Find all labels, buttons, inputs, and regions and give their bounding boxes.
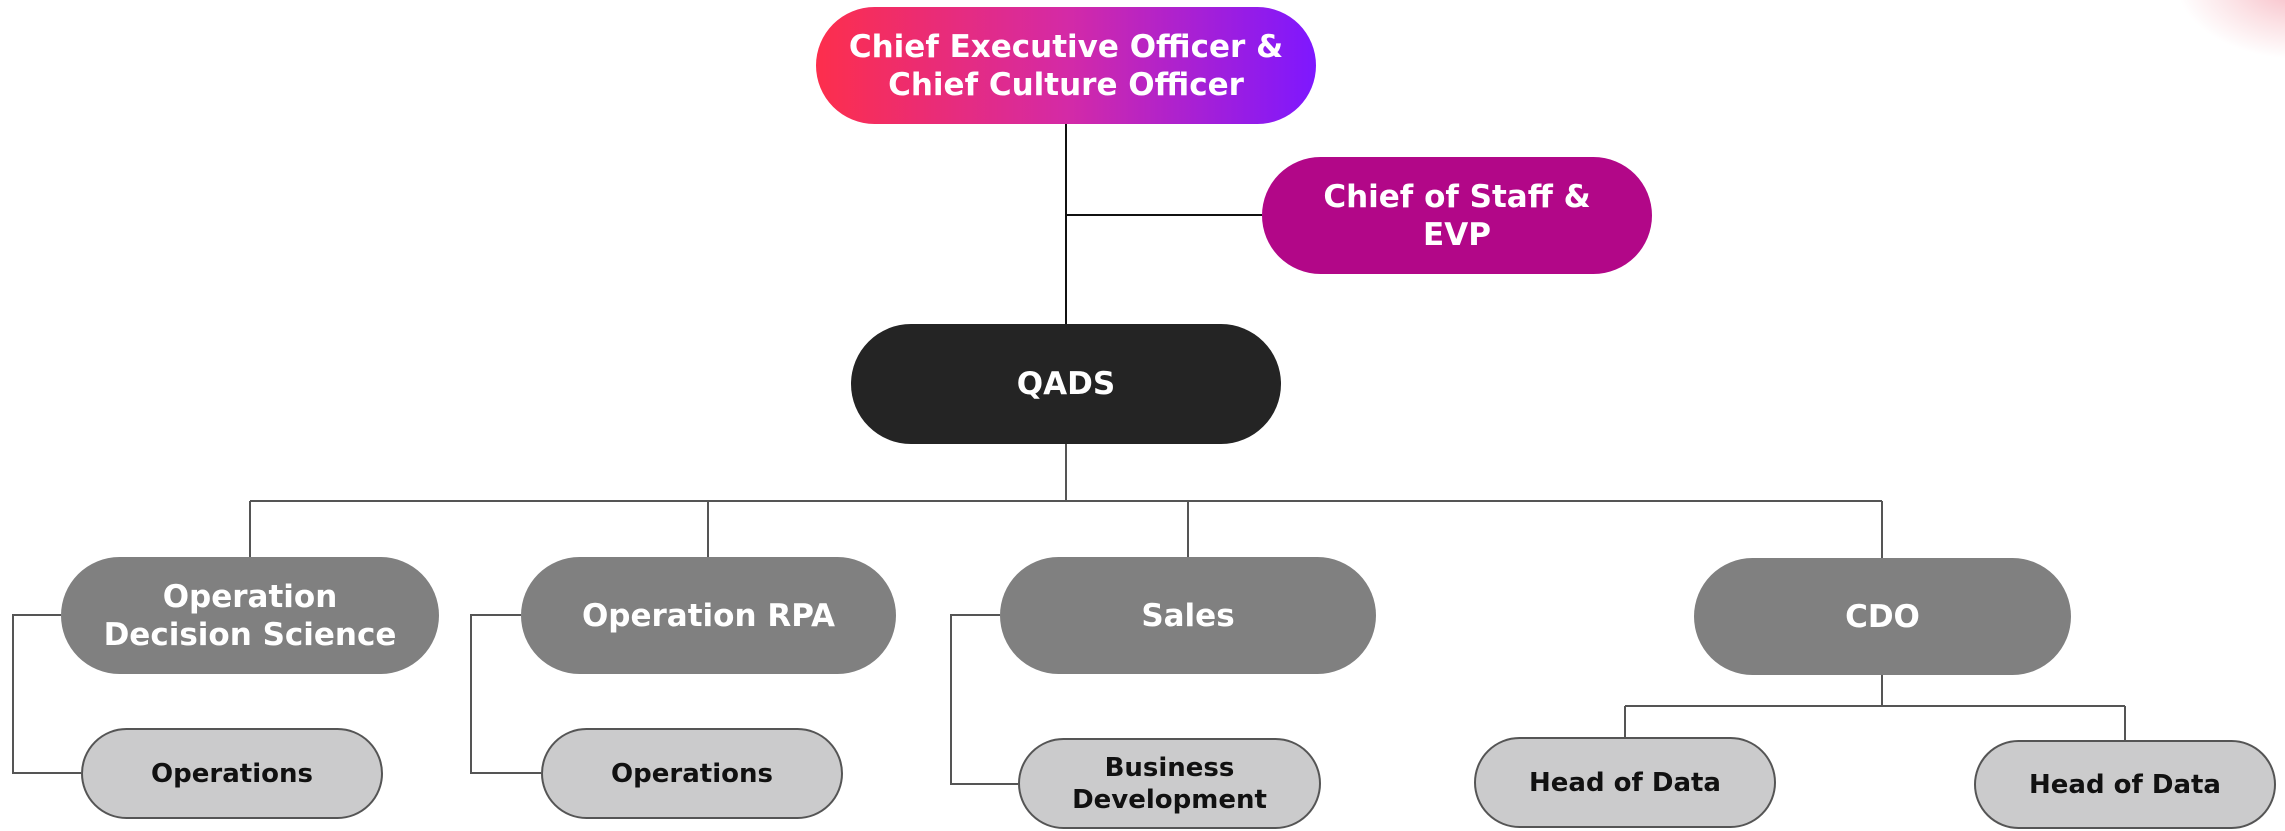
qads-label: QADS: [1016, 366, 1116, 402]
business-development-node[interactable]: Business Development: [1018, 738, 1321, 829]
chief-of-staff-line2: EVP: [1423, 216, 1491, 253]
operations-1-label: Operations: [151, 758, 313, 789]
operations-node-2[interactable]: Operations: [541, 728, 843, 819]
ods-line1: Operation: [162, 578, 338, 615]
sales-label: Sales: [1141, 597, 1235, 634]
connector-ods-operations: [12, 614, 81, 774]
head-of-data-2-label: Head of Data: [2029, 769, 2221, 800]
ceo-node[interactable]: Chief Executive Officer & Chief Culture …: [816, 7, 1316, 124]
operations-2-label: Operations: [611, 758, 773, 789]
head-of-data-1-label: Head of Data: [1529, 767, 1721, 798]
head-of-data-node-2[interactable]: Head of Data: [1974, 740, 2276, 829]
business-development-line2: Development: [1072, 784, 1267, 815]
chief-of-staff-line1: Chief of Staff &: [1323, 178, 1591, 215]
ods-line2: Decision Science: [103, 616, 397, 653]
cdo-node[interactable]: CDO: [1694, 558, 2071, 675]
connector-rpa-operations: [470, 614, 541, 774]
operation-decision-science-node[interactable]: Operation Decision Science: [61, 557, 439, 674]
operations-node-1[interactable]: Operations: [81, 728, 383, 819]
operation-rpa-node[interactable]: Operation RPA: [521, 557, 896, 674]
ceo-title-line1: Chief Executive Officer &: [848, 28, 1284, 65]
business-development-line1: Business: [1104, 752, 1235, 783]
qads-node[interactable]: QADS: [851, 324, 1281, 444]
ceo-title-line2: Chief Culture Officer: [888, 66, 1244, 103]
connector-sales-bizdev: [950, 614, 1018, 785]
chief-of-staff-node[interactable]: Chief of Staff & EVP: [1262, 157, 1652, 274]
operation-rpa-label: Operation RPA: [581, 597, 836, 634]
sales-node[interactable]: Sales: [1000, 557, 1376, 674]
cdo-label: CDO: [1845, 598, 1920, 635]
head-of-data-node-1[interactable]: Head of Data: [1474, 737, 1776, 828]
